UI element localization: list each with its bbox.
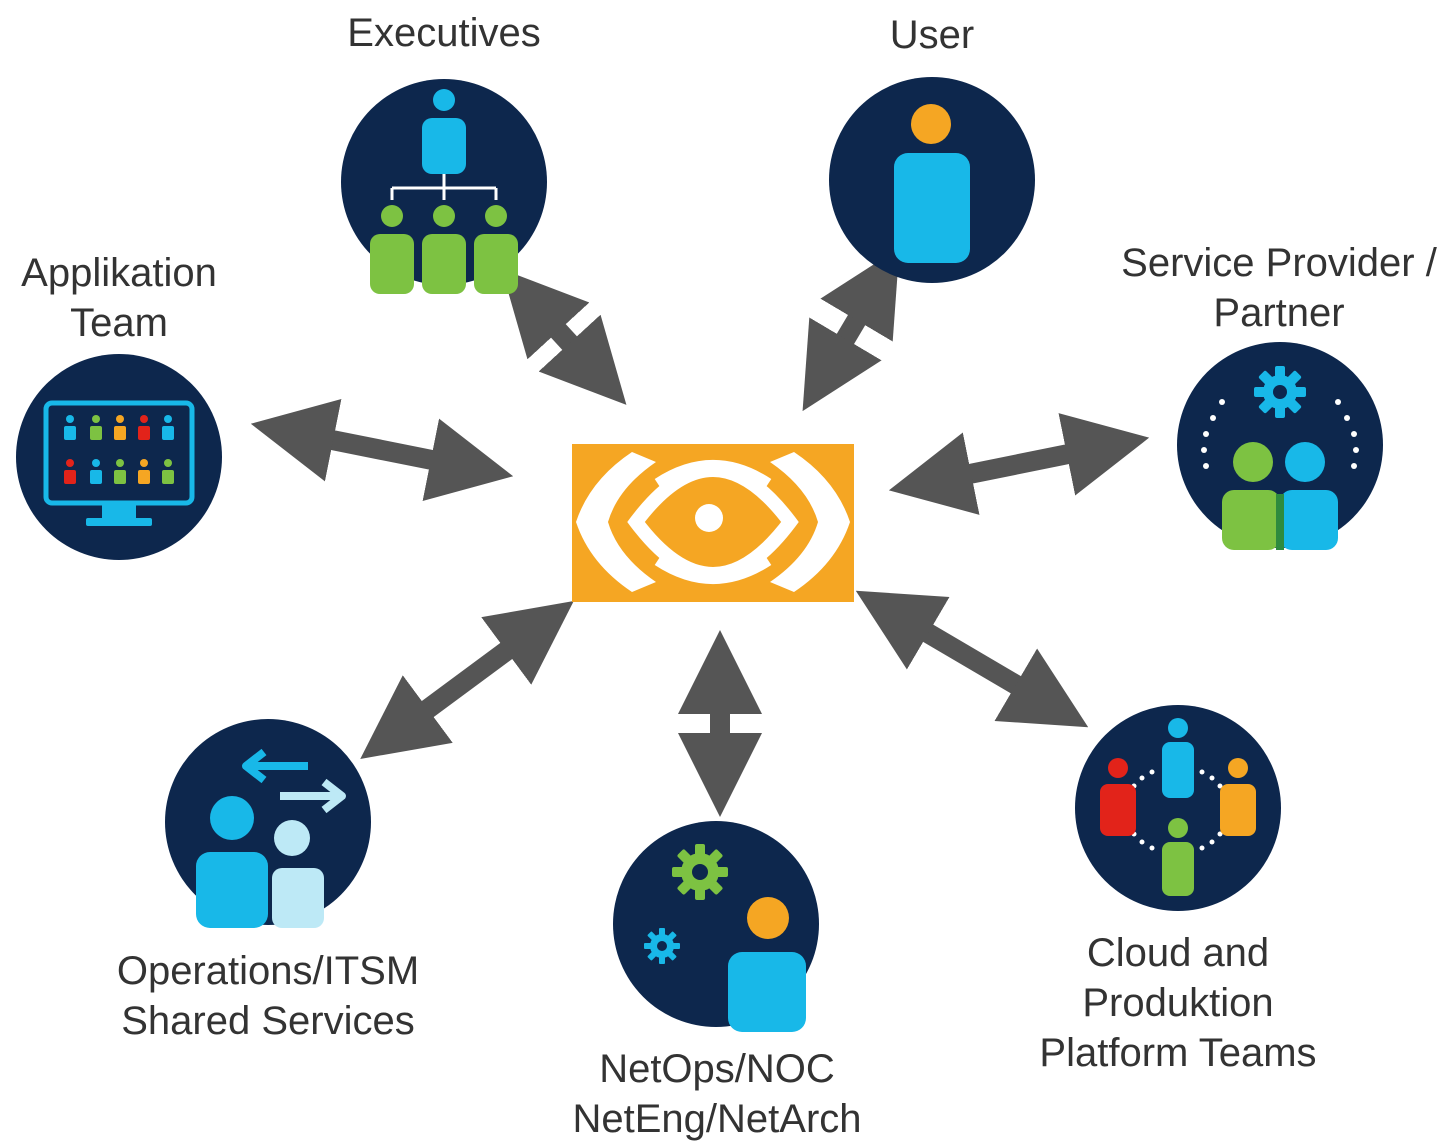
gears-person-icon <box>644 844 806 1032</box>
application-team-label: Applikation Team <box>4 248 234 348</box>
eye-pupil-icon <box>695 504 723 532</box>
arrow-operations <box>360 601 574 759</box>
partner-gear-icon <box>1201 366 1359 550</box>
netops-node <box>613 821 819 1032</box>
executives-label-line: Executives <box>347 11 541 55</box>
service-provider-node <box>1177 342 1383 550</box>
operations-label: Operations/ITSM Shared Services <box>88 946 448 1046</box>
user-node <box>829 77 1035 283</box>
netops-label-line-1: NetOps/NOC <box>599 1047 835 1091</box>
cloud-label-line-2: Produktion <box>1082 981 1274 1025</box>
service-provider-label: Service Provider / Partner <box>1106 238 1452 338</box>
arrow-executives <box>501 269 627 405</box>
connection-arrows <box>250 247 1150 817</box>
cloud-label-line-3: Platform Teams <box>1039 1031 1317 1075</box>
exchange-people-icon <box>196 748 346 928</box>
cloud-node <box>1075 705 1281 911</box>
monitor-apps-icon <box>43 400 195 526</box>
eye-outer-left-icon <box>576 452 656 592</box>
team-network-icon <box>1100 718 1256 896</box>
cloud-label-line-1: Cloud and <box>1086 931 1270 975</box>
executives-label: Executives <box>292 8 596 58</box>
application-team-node <box>16 354 222 560</box>
user-label: User <box>830 10 1034 60</box>
executives-node <box>341 79 547 294</box>
eye-outer-right-icon <box>770 452 850 592</box>
eye-logo <box>572 444 854 602</box>
service-provider-label-line-1: Service Provider / <box>1121 241 1437 285</box>
application-team-label-line-1: Applikation <box>21 251 217 295</box>
eye-bottom-arc-icon <box>654 554 772 584</box>
arrow-service-provider <box>888 413 1150 515</box>
user-label-line: User <box>889 13 975 57</box>
eye-top-arc-icon <box>654 460 772 490</box>
arrow-cloud <box>855 590 1089 728</box>
netops-label: NetOps/NOC NetEng/NetArch <box>546 1044 888 1144</box>
operations-label-line-1: Operations/ITSM <box>116 949 420 993</box>
netops-label-line-2: NetEng/NetArch <box>572 1097 862 1141</box>
cloud-label: Cloud and Produktion Platform Teams <box>1018 928 1338 1078</box>
arrow-application-team <box>250 399 514 501</box>
org-chart-icon <box>370 89 518 294</box>
cloud-circle <box>1075 705 1281 911</box>
user-icon <box>894 104 970 263</box>
arrow-user <box>802 247 900 412</box>
operations-label-line-2: Shared Services <box>121 999 415 1043</box>
operations-node <box>165 719 371 928</box>
application-team-label-line-2: Team <box>70 301 168 345</box>
service-provider-label-line-2: Partner <box>1213 291 1345 335</box>
